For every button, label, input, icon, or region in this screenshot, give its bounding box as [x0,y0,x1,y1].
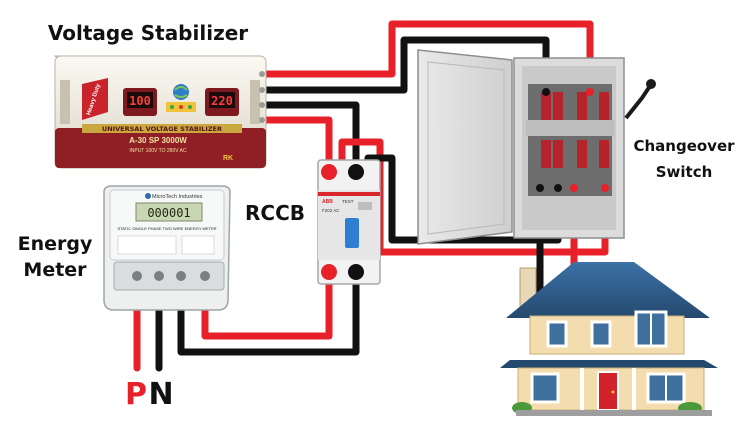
neutral-label: N [148,377,173,412]
switch-box-door [417,49,513,245]
output-display [209,92,235,108]
input-display [127,92,153,108]
rccb-in-phase-terminal [321,164,337,180]
meter-lcd [135,202,203,222]
labels: Voltage Stabilizer RCCB Energy Meter Cha… [16,19,737,412]
svg-text:STATIC SINGLE PHASE TWO WIRE E: STATIC SINGLE PHASE TWO WIRE ENERGY METE… [117,226,216,231]
phase-label: P [125,377,147,412]
svg-text:TEST: TEST [342,199,354,204]
svg-text:RK: RK [223,155,233,162]
wire-meter-rccb-neutral [177,266,360,356]
svg-text:F202 AC: F202 AC [322,208,340,213]
changeover-label-line1: Changeover [633,137,735,155]
svg-text:100: 100 [129,94,151,108]
stabilizer-label: Voltage Stabilizer [48,21,248,45]
rccb-label: RCCB [245,201,305,225]
svg-text:MicroTech Industries: MicroTech Industries [152,194,203,200]
meter-terminal-block [113,261,225,291]
energy-meter-label-line2: Meter [23,259,87,281]
rccb: ABB TEST F202 AC [317,159,381,285]
energy-meter: MicroTech Industries 000001 STATIC SINGL… [103,185,231,311]
voltage-stabilizer: Heavy Duty 100 220 UNIVERSAL VOLTAGE STA… [53,55,268,169]
wire-stabilizer-switch-phase [260,20,594,96]
wire-rccb-stabilizer-neutral [260,101,360,176]
test-button[interactable] [358,202,372,210]
wire-meter-rccb-phase [201,266,333,340]
rccb-toggle-lever[interactable] [345,218,359,248]
wire-rccb-stabilizer-phase [260,116,333,176]
svg-text:220: 220 [211,94,233,108]
changeover-switch [417,49,656,245]
house [500,262,718,416]
switch-handle[interactable] [624,84,652,120]
changeover-label-line2: Switch [656,163,713,181]
heavy-duty-badge: Heavy Duty [82,78,108,120]
switch-crossbar [526,120,614,136]
svg-text:UNIVERSAL VOLTAGE STABILIZER: UNIVERSAL VOLTAGE STABILIZER [102,125,222,133]
house-roof [506,262,710,318]
svg-text:000001: 000001 [147,206,190,220]
svg-text:ABB: ABB [322,199,333,205]
house-door [597,371,619,411]
rccb-out-phase-terminal [321,264,337,280]
rccb-in-neutral-terminal [348,164,364,180]
rccb-out-neutral-terminal [348,264,364,280]
stabilizer-base [55,128,266,168]
svg-text:A-30 SP 3000W: A-30 SP 3000W [129,136,187,145]
energy-meter-label-line1: Energy [18,233,93,255]
svg-text:INPUT 100V TO 280V AC: INPUT 100V TO 280V AC [129,148,187,154]
